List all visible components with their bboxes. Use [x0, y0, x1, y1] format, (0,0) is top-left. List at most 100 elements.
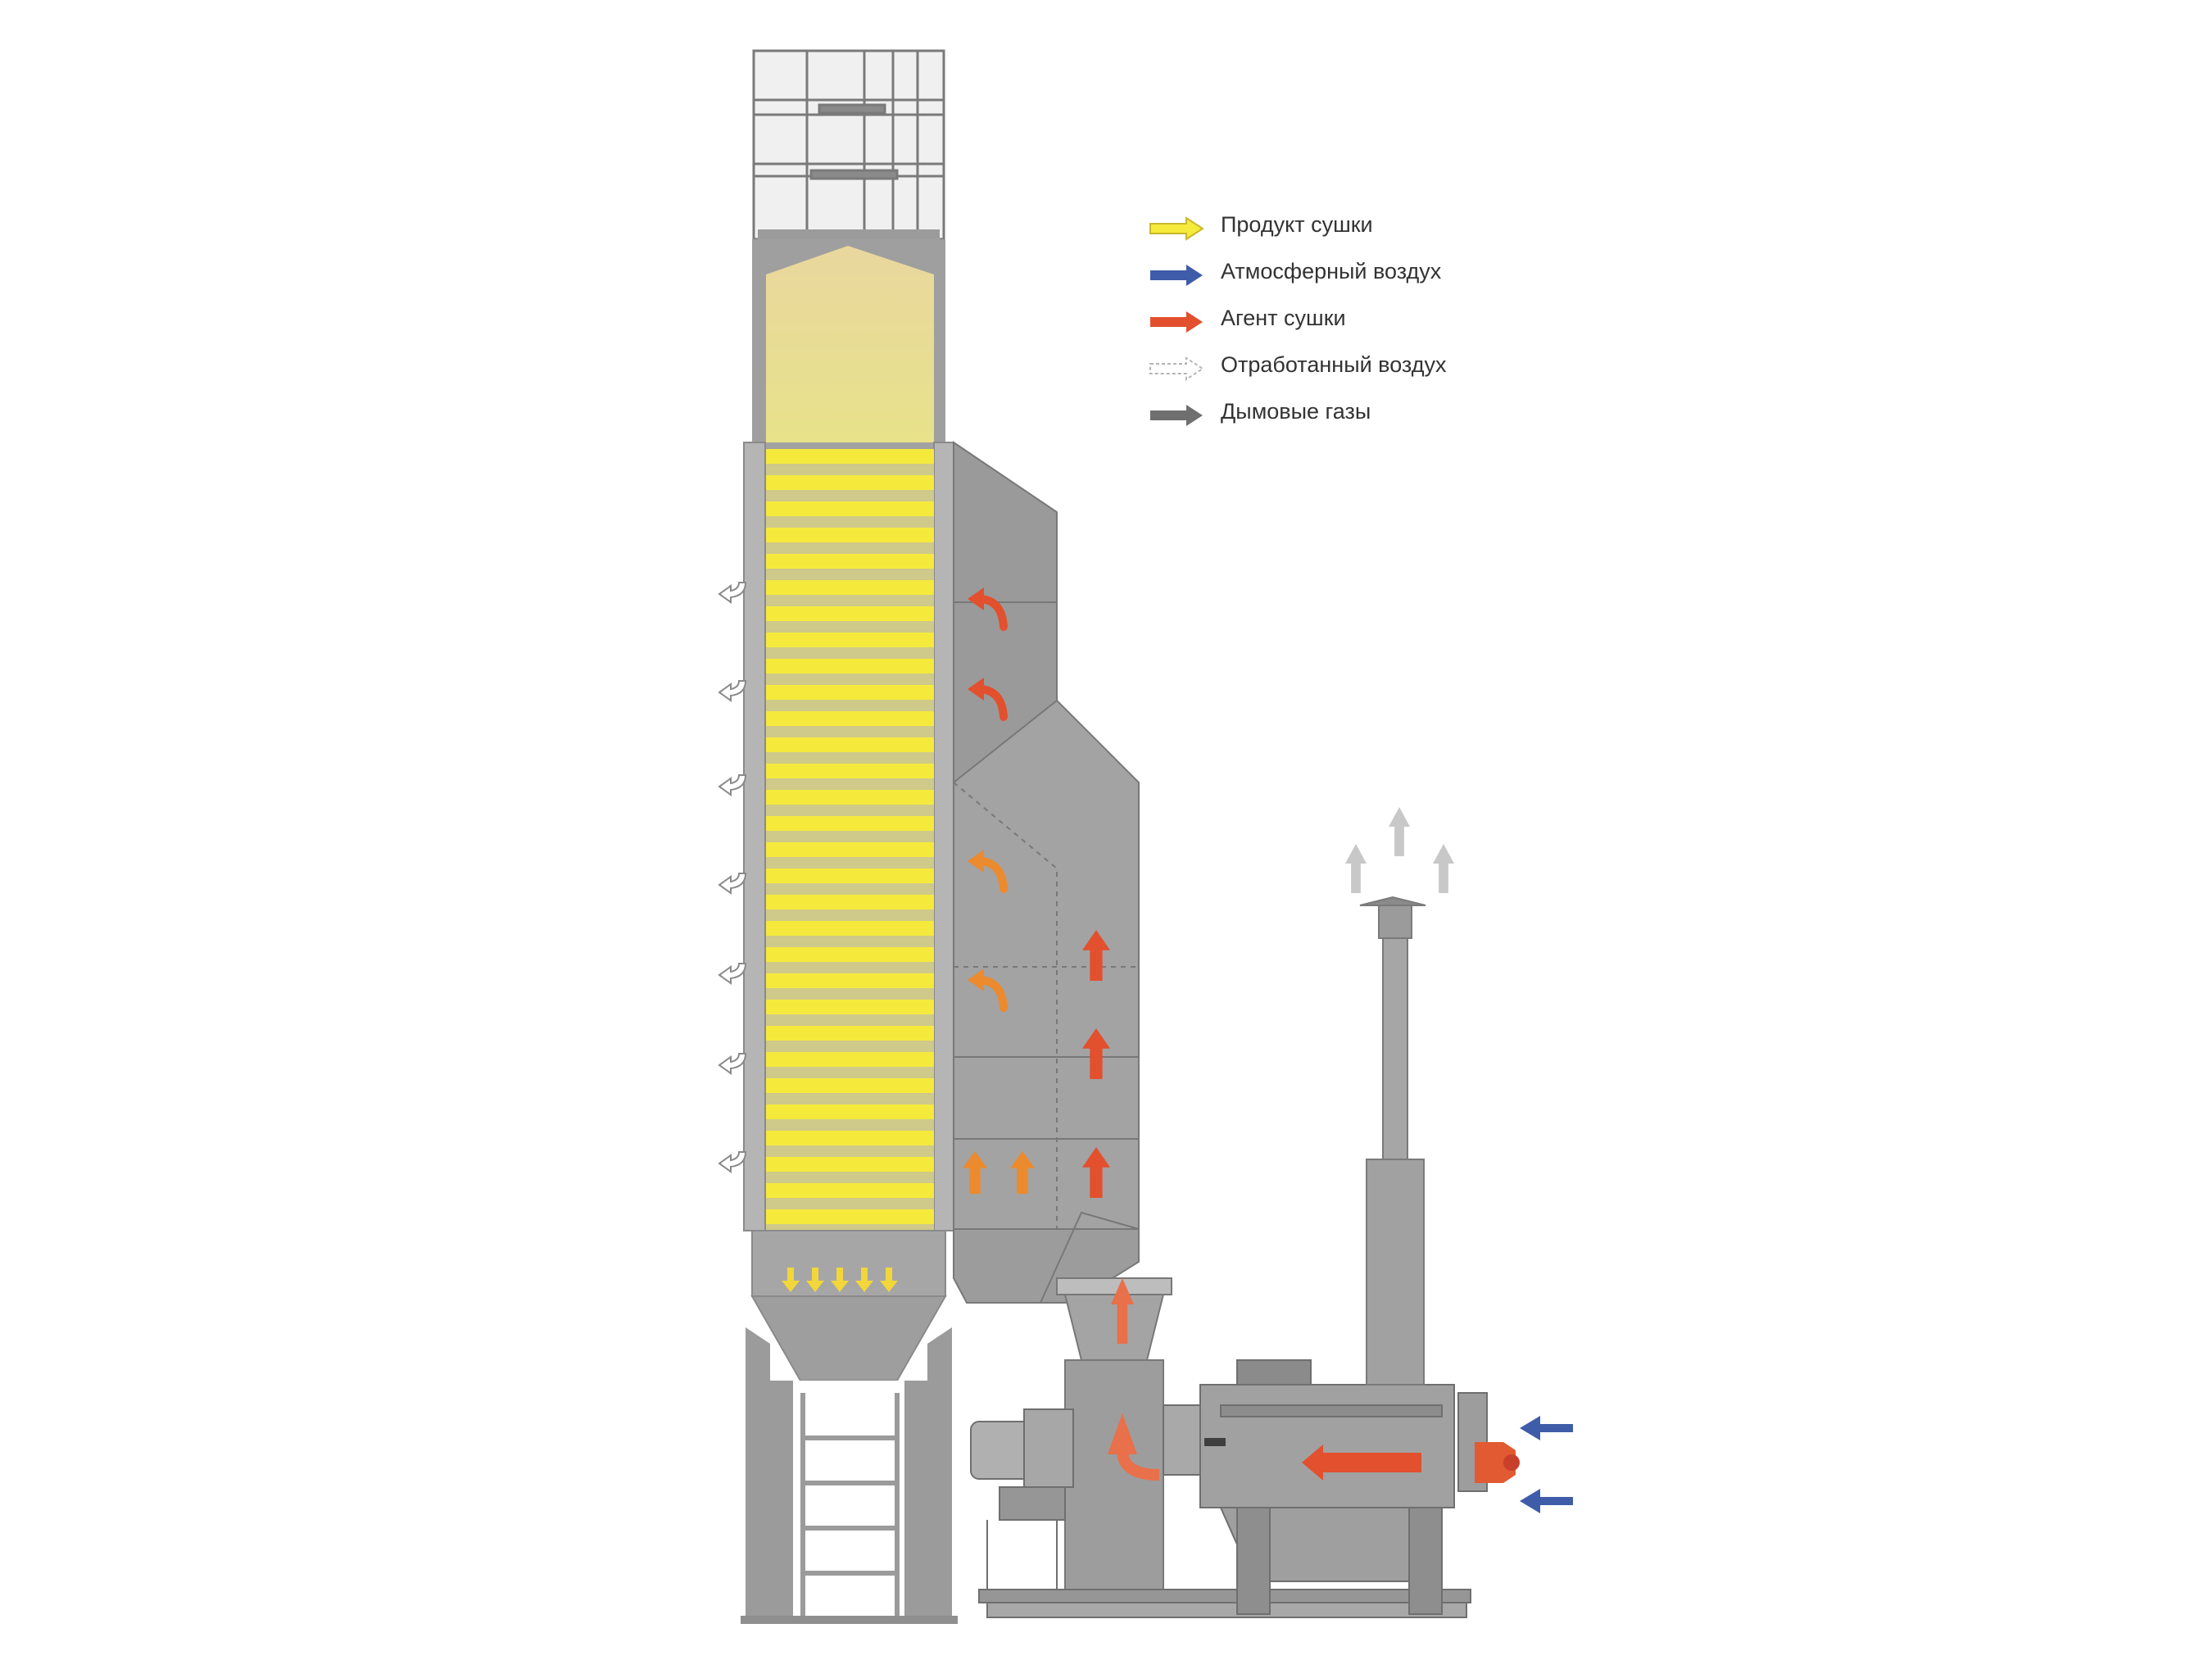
- grain-gap: [766, 647, 934, 659]
- legend-label-flue: Дымовые газы: [1221, 399, 1371, 424]
- product-down-arrow-icon: [831, 1268, 849, 1292]
- grain-gap: [766, 674, 934, 685]
- flow-arrows: [718, 582, 1573, 1513]
- grain-band: [766, 449, 934, 464]
- agent-left-arrow-icon: [1302, 1445, 1421, 1481]
- exhaust-arrow-icon: [718, 582, 747, 604]
- grain-gap: [766, 542, 934, 554]
- agent-curved-arrow-icon-head: [968, 587, 984, 610]
- legend-label-product: Продукт сушки: [1221, 212, 1373, 237]
- grain-gap: [766, 909, 934, 921]
- grain-gap: [766, 805, 934, 816]
- grain-band: [766, 816, 934, 831]
- agent-up-arrow-icon: [963, 1151, 987, 1194]
- legend-item-agent: Агент сушки: [1147, 302, 1606, 349]
- ambient-arrow-icon: [1520, 1416, 1573, 1440]
- agent-curved-arrow-icon: [977, 857, 1008, 893]
- grain-gap: [766, 700, 934, 711]
- grain-gap: [766, 752, 934, 764]
- grain-gap: [766, 1198, 934, 1209]
- agent-curved-arrow-icon: [977, 595, 1008, 631]
- product-down-arrow-icon: [806, 1268, 824, 1292]
- product-down-arrow-icon: [855, 1268, 873, 1292]
- grain-band: [766, 764, 934, 778]
- agent-curved-arrow-icon-head: [968, 850, 984, 873]
- red-arrow-icon: [1150, 311, 1203, 333]
- grain-band: [766, 947, 934, 962]
- grain-gap: [766, 464, 934, 475]
- legend-label-ambient: Атмосферный воздух: [1221, 259, 1442, 283]
- grain-band: [766, 869, 934, 883]
- grain-gap: [766, 569, 934, 580]
- grain-band: [766, 790, 934, 805]
- hollow-arrow-icon: [1149, 356, 1204, 381]
- grain-layers: [766, 449, 934, 1236]
- agent-up-arrow-icon: [1111, 1278, 1134, 1344]
- exhaust-arrow-icon: [718, 1151, 747, 1173]
- grain-gap: [766, 1093, 934, 1104]
- grain-gap: [766, 883, 934, 895]
- grain-band: [766, 580, 934, 595]
- agent-curved-arrow-icon-head: [968, 968, 984, 991]
- legend-label-exhaust: Отработанный воздух: [1221, 352, 1447, 377]
- legend-item-exhaust: Отработанный воздух: [1147, 349, 1606, 396]
- agent-up-arrow-icon: [1082, 1028, 1110, 1079]
- grain-band: [766, 475, 934, 490]
- grain-band: [766, 1157, 934, 1172]
- gray-arrow-icon: [1150, 405, 1203, 426]
- grain-gap: [766, 595, 934, 606]
- hot-air-plenum: [953, 441, 1140, 1304]
- agent-up-arrow-icon: [1010, 1151, 1035, 1194]
- grain-band: [766, 1078, 934, 1093]
- blue-arrow-icon: [1150, 265, 1203, 286]
- grain-band: [766, 1104, 934, 1119]
- exhaust-arrow-icon: [718, 680, 747, 702]
- grain-band: [766, 737, 934, 752]
- legend-item-product: Продукт сушки: [1147, 209, 1606, 256]
- legend-item-flue: Дымовые газы: [1147, 396, 1606, 442]
- grain-gap: [766, 726, 934, 737]
- grain-gap: [766, 490, 934, 501]
- exhaust-arrow-icon: [718, 1053, 747, 1075]
- grain-gap: [766, 1172, 934, 1183]
- grain-band: [766, 659, 934, 674]
- exhaust-arrow-icon: [718, 873, 747, 895]
- agent-up-arrow-icon: [1082, 1147, 1110, 1198]
- exhaust-arrow-icon: [718, 963, 747, 985]
- agent-curved-arrow-icon: [977, 685, 1008, 721]
- flue-gas-arrow-icon: [1433, 844, 1454, 893]
- grain-gap: [766, 988, 934, 1000]
- grain-band: [766, 1026, 934, 1041]
- chimney: [1359, 896, 1426, 1386]
- agent-curved-arrow-icon: [1117, 1449, 1160, 1481]
- grain-gap: [766, 516, 934, 528]
- grain-band: [766, 685, 934, 700]
- grain-gap: [766, 621, 934, 633]
- legend-item-ambient: Атмосферный воздух: [1147, 256, 1606, 302]
- exhaust-arrow-icon: [718, 774, 747, 796]
- grain-band: [766, 554, 934, 569]
- agent-curved-arrow-icon-head: [1108, 1413, 1137, 1454]
- grain-gap: [766, 1067, 934, 1078]
- grain-gap: [766, 962, 934, 973]
- grain-gap: [766, 936, 934, 947]
- grain-gap: [766, 778, 934, 790]
- grain-band: [766, 501, 934, 516]
- burner-icon: [1475, 1442, 1520, 1483]
- grain-band: [766, 633, 934, 647]
- grain-gap: [766, 857, 934, 869]
- grain-band: [766, 1052, 934, 1067]
- grain-band: [766, 895, 934, 909]
- furnace: [1199, 1359, 1488, 1615]
- grain-band: [766, 973, 934, 988]
- grain-band: [766, 921, 934, 936]
- ambient-arrow-icon: [1520, 1489, 1573, 1513]
- legend: Продукт сушки Атмосферный воздух Агент с…: [1147, 209, 1606, 442]
- product-down-arrow-icon: [880, 1268, 898, 1292]
- grain-band: [766, 1131, 934, 1145]
- agent-curved-arrow-icon: [977, 976, 1008, 1012]
- product-down-arrow-icon: [782, 1268, 800, 1292]
- flue-gas-arrow-icon: [1389, 807, 1410, 856]
- grain-band: [766, 528, 934, 542]
- grain-band: [766, 842, 934, 857]
